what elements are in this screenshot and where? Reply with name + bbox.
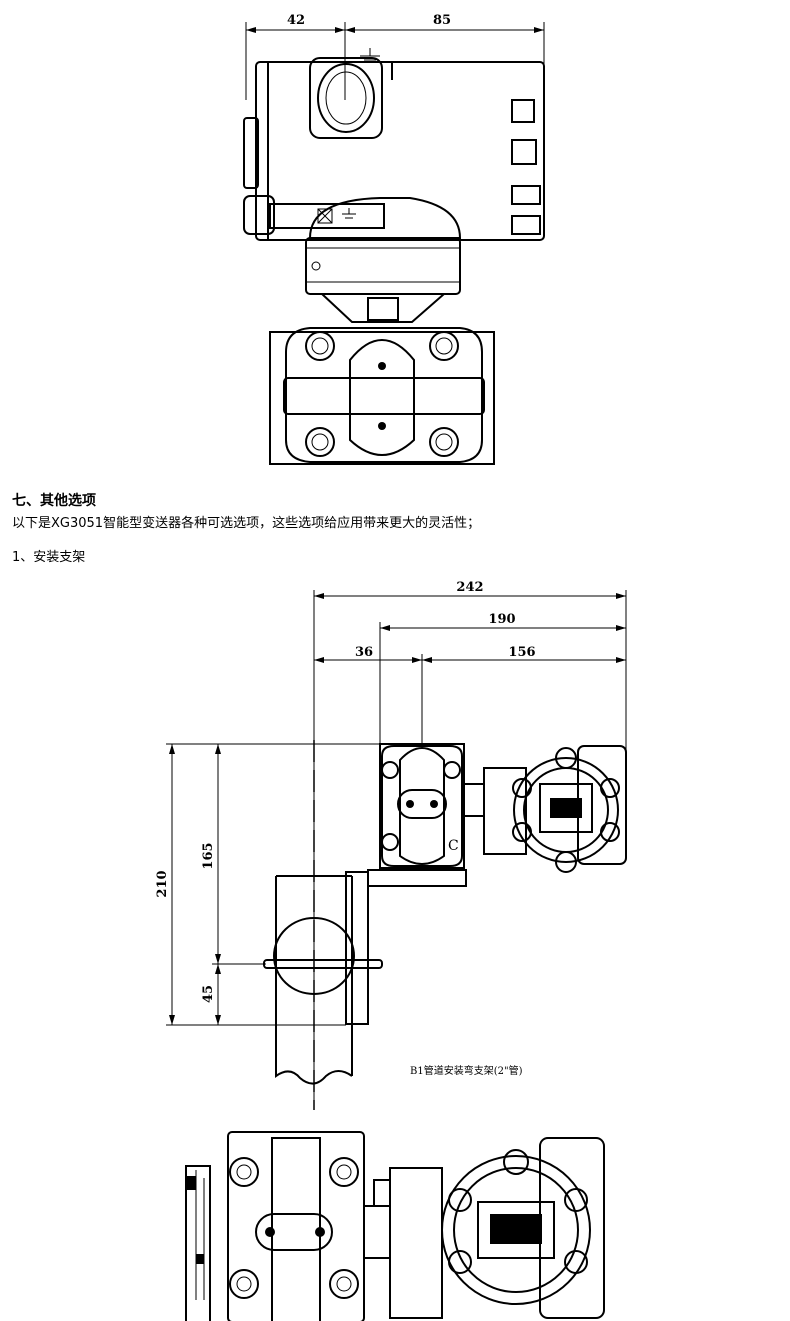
- top-dimension-lines: [245, 22, 545, 100]
- transmitter-side-view-drawing: 42 85: [243, 13, 545, 465]
- dim-85: 85: [433, 13, 451, 28]
- dim-165: 165: [201, 842, 216, 869]
- pipe: [263, 875, 383, 1085]
- section-heading: 七、其他选项: [12, 493, 96, 509]
- section-paragraph: 以下是XG3051智能型变送器各种可选选项，这些选项给应用带来更大的灵活性；: [12, 516, 481, 531]
- option-item-1: 1、安装支架: [12, 550, 86, 565]
- dim-42: 42: [287, 13, 305, 28]
- dim-242: 242: [456, 580, 483, 595]
- dim-36: 36: [355, 645, 373, 660]
- dim-156: 156: [508, 645, 535, 660]
- bracket-vertical-dimensions: [166, 743, 380, 1026]
- bracket-caption: B1管道安装弯支架(2"管): [410, 1064, 523, 1077]
- flange-mark: C: [448, 838, 459, 854]
- bracket-plate: [345, 869, 467, 1025]
- bracket-flange: C: [379, 743, 465, 869]
- dim-45: 45: [201, 985, 216, 1003]
- lower-flange-view: [185, 1131, 605, 1321]
- dim-210: 210: [155, 870, 170, 897]
- sensor-flange: [269, 327, 495, 465]
- dim-190: 190: [488, 612, 515, 627]
- bracket-transmitter-head: [463, 745, 627, 873]
- mounting-bracket-drawing: 242 190 36 156 210 165 45: [155, 580, 627, 1321]
- transmitter-housing: [243, 48, 545, 241]
- transmitter-neck: [305, 197, 462, 323]
